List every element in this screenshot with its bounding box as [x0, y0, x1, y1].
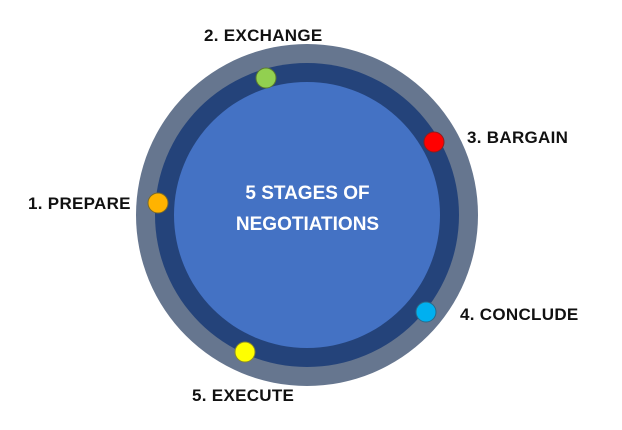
stage-4-dot: [415, 301, 437, 323]
center-title-line-2: NEGOTIATIONS: [235, 214, 380, 235]
stage-3-dot: [423, 131, 445, 153]
stage-2-label: 2. EXCHANGE: [204, 26, 323, 45]
stage-4-label: 4. CONCLUDE: [460, 305, 579, 324]
stage-5-dot: [234, 341, 256, 363]
stage-1-dot: [147, 192, 169, 214]
stage-5-label: 5. EXECUTE: [192, 386, 295, 405]
center-title-line-1: 5 STAGES OF: [245, 183, 370, 204]
stage-2-dot: [255, 67, 277, 89]
inner-circle: [174, 82, 440, 348]
stage-1-label: 1. PREPARE: [28, 194, 131, 213]
stage-3-label: 3. BARGAIN: [467, 128, 569, 147]
